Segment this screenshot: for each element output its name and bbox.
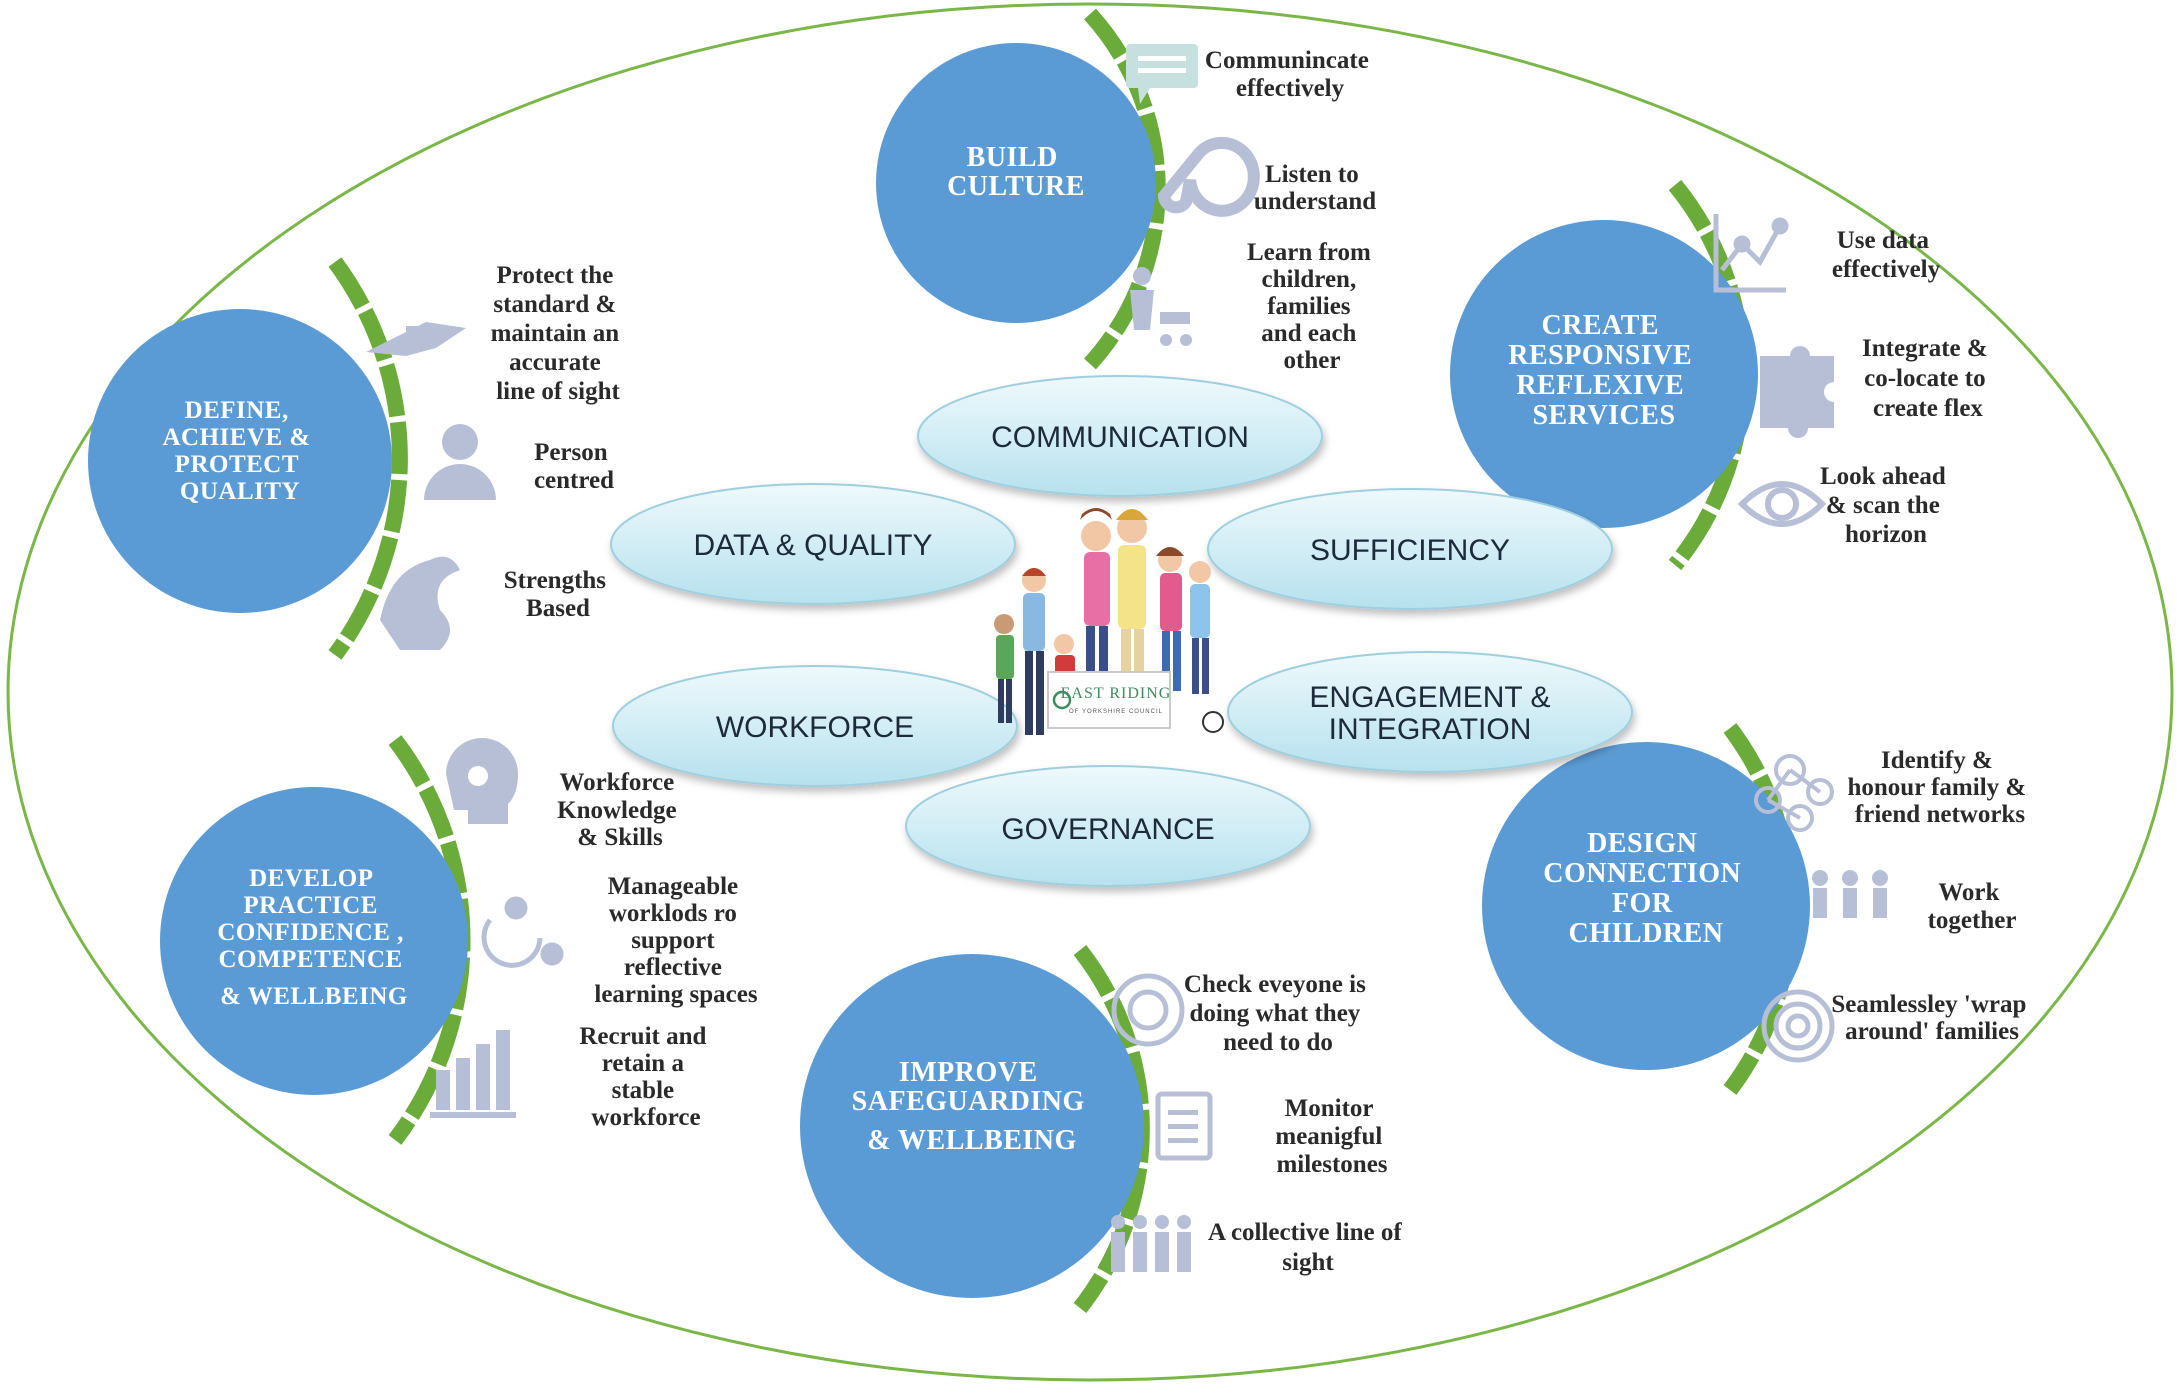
item-strengths: Strengths Based <box>504 567 613 622</box>
title-design-connection: DESIGN CONNECTION FOR CHILDREN <box>1543 828 1748 949</box>
svg-text:ENGAGEMENT &: ENGAGEMENT & <box>1309 681 1550 714</box>
item-recruit-retain: Recruit and retain a stable workforce <box>579 1023 712 1131</box>
title-build-culture: BUILD CULTURE <box>947 142 1085 202</box>
pillar-circles <box>88 43 1810 1298</box>
puzzle-icon <box>1760 346 1834 438</box>
item-monitor-milestones: Monitor meanigful milestones <box>1275 1095 1388 1178</box>
item-workforce-knowledge: Workforce Knowledge & Skills <box>557 769 683 851</box>
strength-arm-icon <box>380 556 460 650</box>
oval-governance: GOVERNANCE <box>905 765 1311 887</box>
item-look-ahead: Look ahead & scan the horizon <box>1820 463 1952 548</box>
cycle-icon <box>481 896 564 968</box>
person-icon <box>424 424 496 500</box>
circle-define-quality <box>88 309 392 613</box>
oval-engagement-integration: ENGAGEMENT & INTEGRATION <box>1227 651 1633 773</box>
item-listen: Listen to understand <box>1254 161 1376 215</box>
circle-develop-practice <box>160 787 468 1095</box>
east-riding-logo: EAST RIDING OF YORKSHIRE COUNCIL <box>1047 671 1172 729</box>
title-safeguarding: IMPROVE SAFEGUARDING & WELLBEING <box>852 1057 1093 1156</box>
item-identify-networks: Identify & honour family & friend networ… <box>1848 747 2033 828</box>
oval-sufficiency: SUFFICIENCY <box>1207 488 1613 610</box>
svg-text:SUFFICIENCY: SUFFICIENCY <box>1310 534 1510 567</box>
center-ovals: COMMUNICATION DATA & QUALITY SUFFICIENCY… <box>610 375 1633 887</box>
circle-build-culture <box>876 43 1156 323</box>
item-communicate: Communincate effectively <box>1205 47 1375 102</box>
circle-responsive-services <box>1450 220 1758 528</box>
item-work-together: Work together <box>1928 879 2017 934</box>
svg-text:DATA & QUALITY: DATA & QUALITY <box>694 529 933 562</box>
figure-adult-left <box>1080 508 1112 696</box>
item-collective-sight: A collective line of sight <box>1208 1219 1408 1276</box>
oval-data-quality: DATA & QUALITY <box>610 483 1016 605</box>
arc-define-quality <box>328 257 408 660</box>
family-illustration: EAST RIDING OF YORKSHIRE COUNCIL <box>994 508 1224 735</box>
clipboard-icon <box>1155 1091 1213 1161</box>
check-target-icon <box>1111 973 1185 1047</box>
figure-teen-right <box>1156 547 1184 691</box>
item-protect-standard: Protect the standard & maintain an accur… <box>491 262 626 405</box>
title-responsive-services: CREATE RESPONSIVE REFLEXIVE SERVICES <box>1508 310 1699 431</box>
icons <box>366 44 1888 1272</box>
line-chart-icon <box>1713 214 1789 293</box>
head-gear-icon <box>446 738 518 824</box>
family-stroller-icon <box>1130 267 1192 346</box>
figure-child-far-left <box>994 614 1014 723</box>
logo-text: EAST RIDING <box>1061 685 1172 702</box>
hand-icon <box>366 322 466 356</box>
item-learn: Learn from children, families and each o… <box>1247 239 1377 374</box>
team-icon <box>1812 870 1888 918</box>
eye-icon <box>1737 481 1827 527</box>
item-manageable-workloads: Manageable worklods ro support reflectiv… <box>594 873 757 1008</box>
outer-ellipse <box>6 2 2174 1382</box>
title-define-quality: DEFINE, ACHIEVE & PROTECT QUALITY <box>162 397 317 505</box>
item-labels: Communincate effectively Listen to under… <box>491 47 2033 1276</box>
bar-chart-icon <box>430 1030 516 1118</box>
svg-text:INTEGRATION: INTEGRATION <box>1329 713 1532 746</box>
ear-icon <box>1157 136 1260 217</box>
svg-text:WORKFORCE: WORKFORCE <box>716 711 914 744</box>
logo-subtext: OF YORKSHIRE COUNCIL <box>1069 709 1163 715</box>
item-check-everyone: Check eveyone is doing what they need to… <box>1184 971 1372 1056</box>
figure-boy-right <box>1189 561 1224 733</box>
oval-workforce: WORKFORCE <box>612 665 1018 787</box>
svg-text:GOVERNANCE: GOVERNANCE <box>1001 813 1214 846</box>
arc-build-culture <box>1084 8 1166 370</box>
figure-boy-left <box>1022 568 1046 735</box>
item-integrate: Integrate & co-locate to create flex <box>1862 335 1994 422</box>
oval-communication: COMMUNICATION <box>917 375 1323 497</box>
circle-safeguarding <box>800 954 1144 1298</box>
network-icon <box>1754 754 1834 832</box>
circle-design-connection <box>1482 742 1810 1070</box>
svg-text:COMMUNICATION: COMMUNICATION <box>991 421 1249 454</box>
figure-adult-right <box>1116 509 1148 703</box>
circle-titles: BUILD CULTURE DEFINE, ACHIEVE & PROTECT … <box>162 142 1748 1156</box>
item-person-centred: Person centred <box>534 439 614 494</box>
item-use-data: Use data effectively <box>1832 227 1941 283</box>
title-develop-practice: DEVELOP PRACTICE CONFIDENCE , COMPETENCE… <box>217 865 410 1010</box>
people-group-icon <box>1111 1215 1191 1272</box>
item-wrap-around: Seamlessley 'wrap around' families <box>1831 991 2032 1045</box>
chat-icon <box>1126 44 1198 104</box>
target-icon <box>1761 989 1835 1063</box>
